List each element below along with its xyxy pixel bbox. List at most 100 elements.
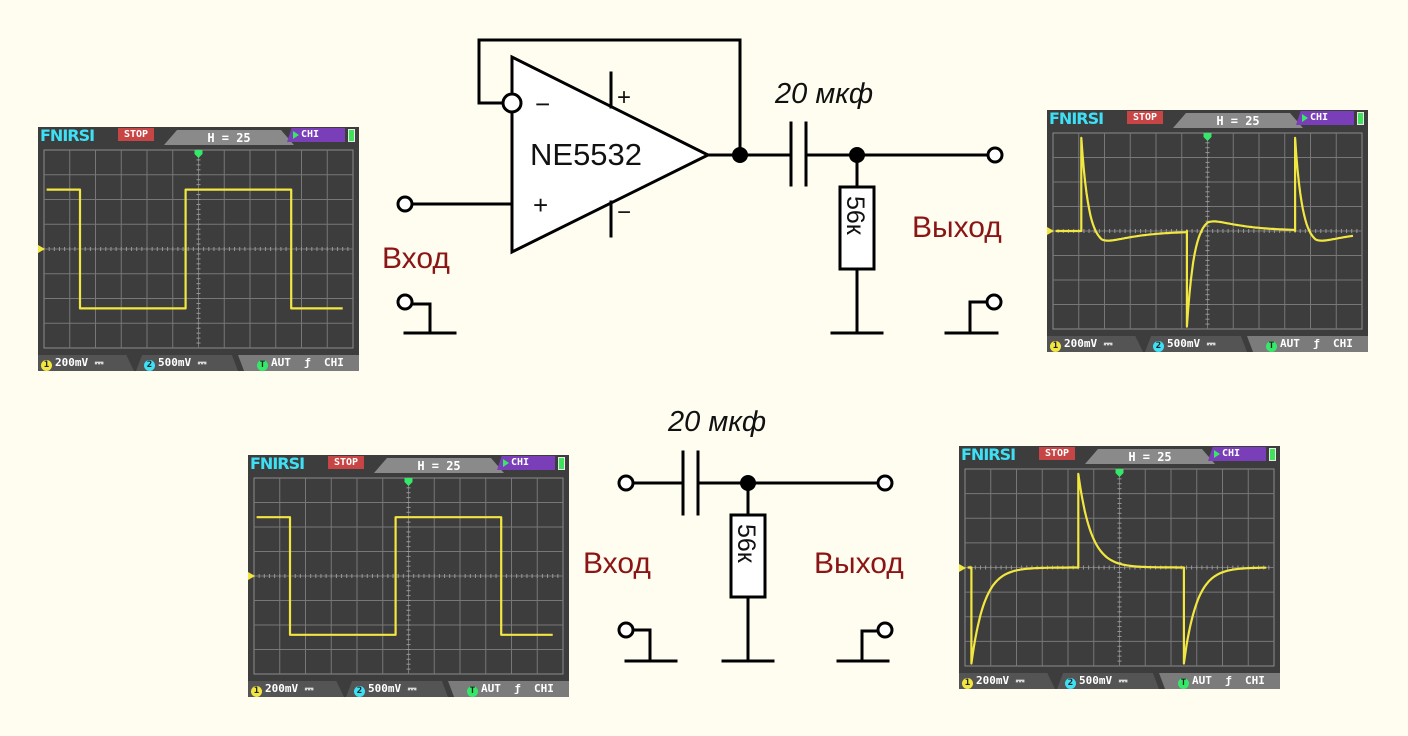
- battery-icon: [1357, 112, 1364, 125]
- ch2-badge-icon: 2: [1065, 678, 1076, 689]
- dc-coupling-icon: ⎓: [304, 682, 314, 695]
- trigger-badge-icon: T: [1178, 678, 1189, 689]
- channel-select[interactable]: CHI: [1296, 111, 1354, 125]
- output-label: Выход: [912, 211, 1002, 244]
- ch1-ground-marker-icon: [1047, 227, 1054, 235]
- ch1-ground-marker-icon: [959, 563, 966, 572]
- trigger-mode: AUT: [1280, 337, 1300, 350]
- opamp-minus-label: −: [535, 89, 550, 119]
- run-stop-button[interactable]: STOP: [1127, 111, 1164, 124]
- trigger-badge-icon: T: [257, 360, 268, 371]
- channel-label: CHI: [511, 457, 530, 468]
- rising-edge-icon: ƒ: [304, 356, 311, 369]
- rising-edge-icon: ƒ: [1225, 674, 1232, 687]
- output-label-bottom: Выход: [814, 547, 904, 580]
- run-stop-button[interactable]: STOP: [328, 456, 365, 469]
- resistor-body: [838, 185, 876, 271]
- timebase-readout[interactable]: H = 25: [164, 130, 294, 145]
- brand-logo: FNIRSI: [961, 446, 1016, 464]
- ch1-badge-icon: 1: [962, 678, 973, 689]
- trigger-source: CHI: [324, 356, 344, 369]
- trigger-source: CHI: [1333, 337, 1353, 350]
- brand-logo: FNIRSI: [40, 127, 95, 145]
- resistor-label-bottom: 56к: [732, 524, 760, 564]
- trigger-badge-icon: T: [1266, 341, 1277, 352]
- play-icon: [1302, 114, 1308, 122]
- ch2-badge-icon: 2: [354, 686, 365, 697]
- ch1-ground-marker-icon: [248, 572, 255, 580]
- ch2-badge-icon: 2: [144, 360, 155, 371]
- trigger-badge-icon: T: [467, 686, 478, 697]
- ch1-trace: [1055, 136, 1354, 328]
- channel-label: CHI: [1222, 448, 1241, 459]
- input-terminal: [396, 195, 414, 213]
- capacitor-label: 20 мкф: [774, 78, 873, 110]
- ch1-trace: [46, 188, 343, 310]
- channel-select[interactable]: CHI: [497, 456, 555, 470]
- junction-dot: [849, 147, 865, 163]
- timebase-readout[interactable]: H = 25: [1085, 449, 1215, 464]
- trigger-source: CHI: [1245, 674, 1265, 687]
- trigger-position-icon: [1203, 133, 1212, 141]
- input-terminal-bottom: [617, 474, 635, 492]
- ch1-trace: [256, 516, 553, 636]
- ch1-scale: 200mV: [55, 356, 89, 369]
- ch2-scale: 500mV: [1167, 337, 1201, 350]
- ch1-ground-marker-icon: [38, 245, 45, 253]
- output-ground-terminal-bottom: [876, 621, 894, 639]
- rising-edge-icon: ƒ: [1313, 337, 1320, 350]
- channel-select[interactable]: CHI: [287, 128, 345, 142]
- trigger-position-icon: [1115, 469, 1124, 477]
- supply-minus-label: −: [617, 199, 631, 226]
- trigger-position-icon: [404, 478, 413, 486]
- ch2-badge-icon: 2: [1153, 341, 1164, 352]
- timebase-readout[interactable]: H = 25: [1173, 113, 1303, 128]
- trigger-source: CHI: [534, 682, 554, 695]
- timebase-readout[interactable]: H = 25: [374, 458, 504, 473]
- supply-plus-label: +: [617, 84, 631, 111]
- junction-dot: [740, 475, 756, 491]
- trigger-position-icon: [194, 150, 203, 158]
- run-stop-button[interactable]: STOP: [1039, 447, 1076, 460]
- run-stop-button[interactable]: STOP: [118, 128, 155, 141]
- dc-coupling-icon: ⎓: [94, 356, 104, 369]
- play-icon: [503, 459, 509, 467]
- battery-icon: [348, 129, 355, 142]
- input-ground-terminal-bottom: [617, 621, 635, 639]
- channel-select[interactable]: CHI: [1208, 447, 1266, 461]
- ch1-badge-icon: 1: [1050, 341, 1061, 352]
- dc-coupling-icon: ⎓: [407, 682, 417, 695]
- ch1-scale: 200mV: [265, 682, 299, 695]
- ch1-scale: 200mV: [1064, 337, 1098, 350]
- brand-logo: FNIRSI: [1049, 110, 1104, 128]
- opamp-label: NE5532: [530, 137, 642, 172]
- dc-coupling-icon: ⎓: [1015, 674, 1025, 687]
- scope-plot: [1052, 132, 1363, 330]
- scope-plot: [43, 149, 354, 349]
- opamp-plus-label: +: [533, 190, 548, 220]
- ch1-scale: 200mV: [976, 674, 1010, 687]
- dc-coupling-icon: ⎓: [1103, 337, 1113, 350]
- output-terminal: [986, 146, 1004, 164]
- ch2-scale: 500mV: [1079, 674, 1113, 687]
- input-label-bottom: Вход: [583, 547, 651, 580]
- dc-coupling-icon: ⎓: [1118, 674, 1128, 687]
- play-icon: [1214, 450, 1220, 458]
